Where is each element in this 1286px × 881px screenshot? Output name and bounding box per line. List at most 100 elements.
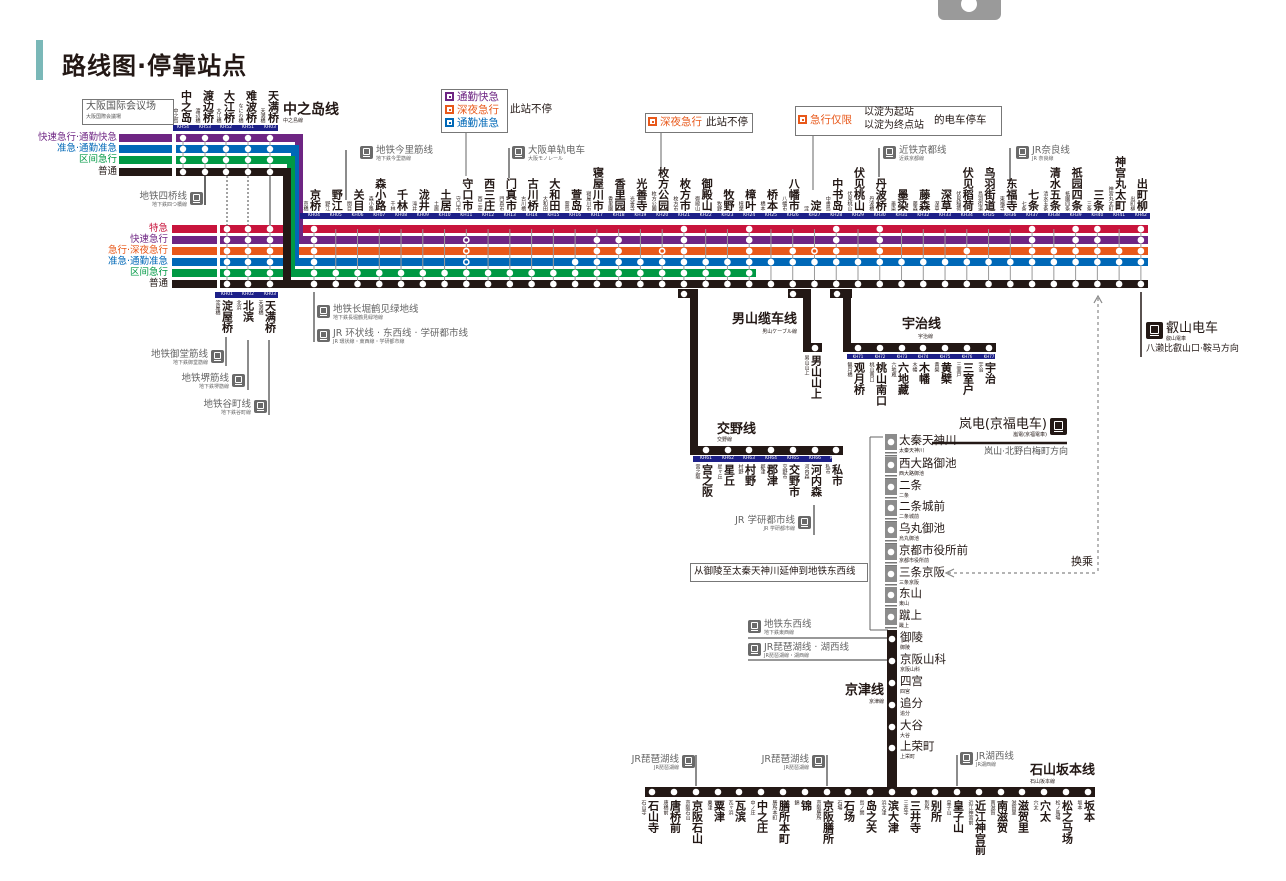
station-name[interactable]: 大和田	[547, 178, 561, 211]
station-name[interactable]: 六地藏	[896, 362, 910, 395]
station-name[interactable]: 滋贺里	[1016, 800, 1030, 833]
transfer-line-kosei[interactable]: JR湖西线	[976, 751, 1014, 762]
station-name[interactable]: 别所	[929, 800, 943, 822]
transfer-line-jr_nara[interactable]: JR奈良线	[1032, 145, 1070, 156]
station-name[interactable]: 牧野	[721, 189, 735, 211]
station-name[interactable]: 穴太	[1038, 800, 1052, 822]
station-name[interactable]: 桃山南口	[874, 362, 888, 406]
station-name[interactable]: 石场	[842, 800, 856, 822]
station-name[interactable]: 中书岛	[830, 178, 844, 211]
transfer-line-biwako_1[interactable]: JR琵琶湖线	[631, 754, 679, 765]
transfer-line-jr_biwako_kosei[interactable]: JR琵琶湖线 · 湖西线	[764, 642, 849, 653]
station-name[interactable]: 四宫	[900, 674, 923, 688]
station-name[interactable]: 上荣町	[900, 739, 935, 753]
transfer-line-jr_loop[interactable]: JR 环状线 · 东西线 · 学研都市线	[333, 328, 469, 339]
station-name[interactable]: 东福寺	[1004, 178, 1018, 211]
transfer-line-kintetsu[interactable]: 近铁京都线	[899, 145, 947, 156]
station-name[interactable]: 东山	[899, 586, 922, 600]
station-name[interactable]: 岛之关	[864, 800, 878, 833]
station-name[interactable]: 香里园	[613, 178, 627, 211]
station-name[interactable]: 河内森	[809, 464, 823, 497]
station-name[interactable]: 私市	[830, 464, 844, 486]
station-name[interactable]: 交野市	[787, 464, 801, 497]
station-name[interactable]: 光善寺	[634, 178, 648, 211]
station-name[interactable]: 深草	[939, 189, 953, 211]
transfer-line-eizan[interactable]: 叡山电车	[1166, 321, 1219, 336]
station-name[interactable]: 观月桥	[852, 362, 866, 395]
station-name[interactable]: 西大路御池	[899, 456, 957, 470]
station-name[interactable]: 土居	[439, 189, 453, 211]
top-button[interactable]	[938, 0, 1001, 20]
station-name[interactable]: 御陵	[900, 630, 923, 644]
station-name[interactable]: 北滨	[241, 300, 255, 322]
transfer-line-sakaisuji[interactable]: 地铁堺筋线	[181, 373, 229, 384]
station-name[interactable]: 伏见桃山	[852, 167, 866, 211]
station-name[interactable]: 野江	[330, 189, 344, 211]
station-name[interactable]: 南滋贺	[995, 800, 1009, 833]
station-name[interactable]: 锦	[799, 800, 813, 811]
station-name[interactable]: 宫之阪	[700, 464, 714, 497]
station-name[interactable]: 守口市	[460, 178, 474, 211]
station-name[interactable]: 泷井	[417, 189, 431, 211]
station-name[interactable]: 京都市役所前	[899, 543, 968, 557]
station-name[interactable]: 黄檗	[939, 362, 953, 384]
transfer-line-nagahori[interactable]: 地铁长堀鹤见绿地线	[333, 304, 419, 315]
station-name[interactable]: 墨染	[896, 189, 910, 211]
transfer-line-monorail[interactable]: 大阪单轨电车	[528, 145, 586, 156]
station-name[interactable]: 祇园四条	[1070, 167, 1084, 211]
station-name[interactable]: 清水五条	[1048, 167, 1062, 211]
station-name[interactable]: 难波桥	[244, 90, 258, 123]
station-name[interactable]: 星丘	[722, 464, 736, 486]
station-name[interactable]: 村野	[743, 464, 757, 486]
station-name[interactable]: 唐桥前	[668, 800, 682, 833]
station-name[interactable]: 追分	[900, 696, 923, 710]
station-name[interactable]: 关目	[352, 189, 366, 211]
station-name[interactable]: 御殿山	[700, 178, 714, 211]
station-name[interactable]: 坂本	[1082, 800, 1096, 822]
station-name[interactable]: 京阪膳所	[821, 800, 835, 844]
station-name[interactable]: 丹波桥	[874, 178, 888, 211]
station-name[interactable]: 二条城前	[899, 499, 945, 513]
station-name[interactable]: 古川桥	[526, 178, 540, 211]
station-name[interactable]: 鸟羽街道	[983, 167, 997, 211]
station-name[interactable]: 蹴上	[899, 608, 922, 622]
station-name[interactable]: 萱岛	[569, 189, 583, 211]
station-name[interactable]: 渡边桥	[201, 90, 215, 123]
station-name[interactable]: 太秦天神川	[899, 433, 957, 447]
transfer-line-tozai[interactable]: 地铁东西线	[764, 619, 812, 630]
station-name[interactable]: 木幡	[917, 362, 931, 384]
station-name[interactable]: 神宫丸太町	[1113, 156, 1127, 211]
station-name[interactable]: 郡津	[765, 464, 779, 486]
station-name[interactable]: 三条	[1091, 189, 1105, 211]
station-name[interactable]: 京阪山科	[900, 652, 946, 666]
station-name[interactable]: 淀屋桥	[220, 300, 234, 333]
transfer-line-midosuji[interactable]: 地铁御堂筋线	[150, 349, 208, 360]
station-name[interactable]: 近江神宫前	[973, 800, 987, 855]
station-name[interactable]: 樟叶	[743, 189, 757, 211]
station-name[interactable]: 京阪石山	[690, 800, 704, 844]
station-name[interactable]: 大江桥	[222, 90, 236, 123]
station-name[interactable]: 门真市	[504, 178, 518, 211]
station-name[interactable]: 大谷	[900, 718, 923, 732]
station-name[interactable]: 石山寺	[646, 800, 660, 833]
station-name[interactable]: 出町柳	[1135, 178, 1149, 211]
station-name[interactable]: 天满桥	[263, 300, 277, 333]
station-name[interactable]: 寝屋川市	[591, 167, 605, 211]
station-name[interactable]: 三井寺	[908, 800, 922, 833]
station-name[interactable]: 森小路	[373, 178, 387, 211]
station-name[interactable]: 二条	[899, 478, 922, 492]
station-name[interactable]: 淀	[808, 200, 822, 211]
station-name[interactable]: 枚方公园	[656, 167, 670, 211]
station-name[interactable]: 乌丸御池	[899, 521, 945, 535]
station-name[interactable]: 宇治	[983, 362, 997, 384]
transfer-line-imazato[interactable]: 地铁今里筋线	[376, 145, 434, 156]
station-name[interactable]: 中之庄	[755, 800, 769, 833]
station-name[interactable]: 藤森	[917, 189, 931, 211]
transfer-line-biwako_2[interactable]: JR琵琶湖线	[761, 754, 809, 765]
station-name[interactable]: 三条京阪	[899, 565, 945, 579]
station-name[interactable]: 西三庄	[482, 178, 496, 211]
station-name[interactable]: 松之马场	[1060, 800, 1074, 844]
station-name[interactable]: 滨大津	[886, 800, 900, 833]
station-name[interactable]: 中之岛	[179, 90, 193, 123]
station-name[interactable]: 皇子山	[951, 800, 965, 833]
